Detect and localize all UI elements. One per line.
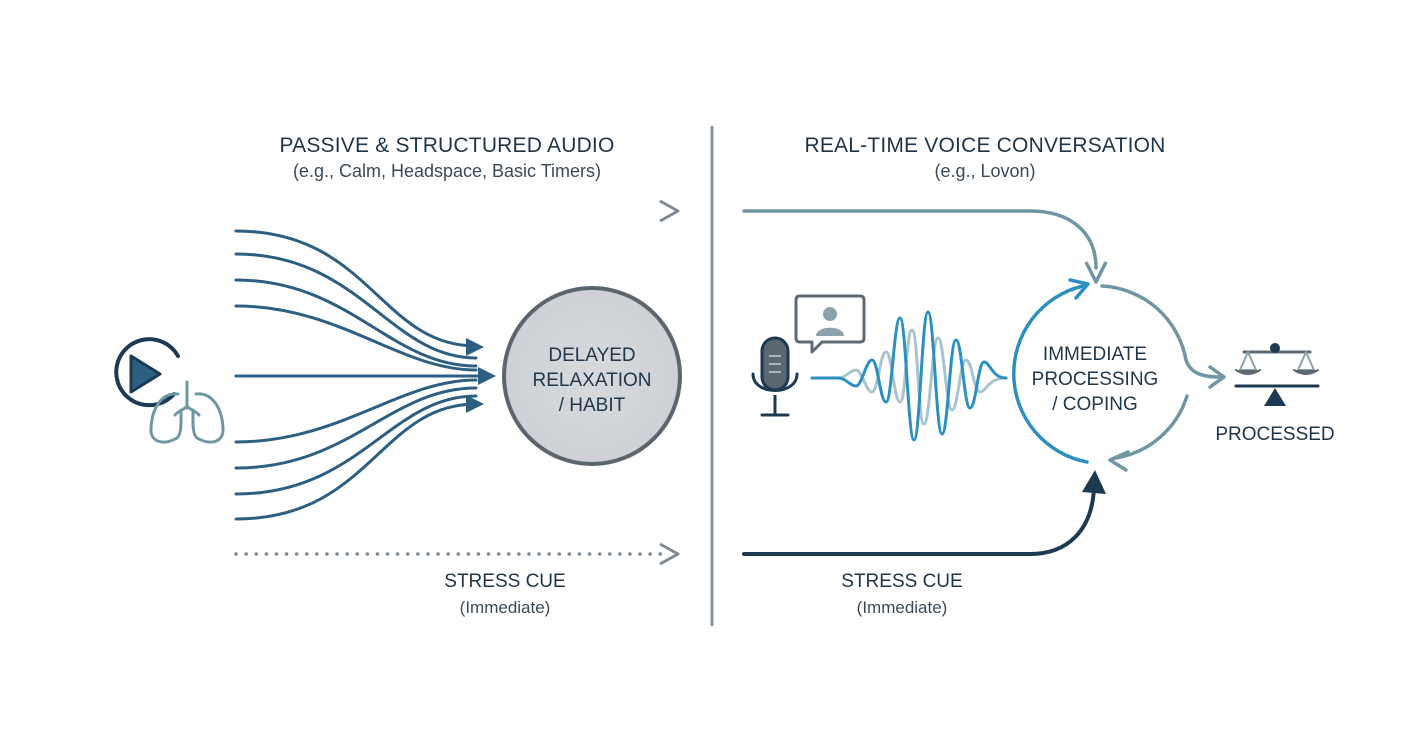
delayed-relaxation-node: DELAYED RELAXATION / HABIT: [502, 286, 682, 466]
left-stress-cue-arrow: [234, 542, 680, 566]
right-stress-cue-label: STRESS CUE: [841, 571, 962, 592]
voice-waveform: [810, 310, 1008, 442]
left-stress-cue-sub: (Immediate): [460, 598, 551, 617]
microphone-icon: [751, 336, 799, 417]
left-panel-subtitle: (e.g., Calm, Headspace, Basic Timers): [293, 161, 601, 181]
converging-flow-lines: [234, 229, 488, 521]
right-panel-title: REAL-TIME VOICE CONVERSATION: [804, 134, 1165, 157]
cycle-arrowheads: [1068, 278, 1130, 472]
balance-scale-icon: [1234, 343, 1320, 406]
right-top-arrow: [742, 209, 1108, 284]
delayed-node-line-2: RELAXATION: [533, 370, 652, 391]
processing-cycle: [1012, 284, 1189, 464]
left-panel: PASSIVE & STRUCTURED AUDIO (e.g., Calm, …: [114, 134, 682, 617]
outcome-label: PROCESSED: [1215, 424, 1334, 445]
right-panel: REAL-TIME VOICE CONVERSATION (e.g., Lovo…: [742, 134, 1335, 617]
processing-node-line-3: / COPING: [1052, 394, 1138, 415]
left-stress-cue-label: STRESS CUE: [444, 571, 565, 592]
left-panel-title: PASSIVE & STRUCTURED AUDIO: [279, 134, 614, 157]
outcome-arrow: [1184, 358, 1226, 389]
right-panel-subtitle: (e.g., Lovon): [934, 161, 1035, 181]
right-stress-cue-arrow: [742, 470, 1106, 556]
processing-node-line-2: PROCESSING: [1032, 369, 1159, 390]
left-top-arrow: [262, 199, 680, 223]
flow-arrowheads: [466, 338, 496, 413]
lungs-icon: [149, 380, 225, 444]
delayed-node-line-1: DELAYED: [548, 345, 635, 366]
right-stress-cue-sub: (Immediate): [857, 598, 948, 617]
delayed-node-line-3: / HABIT: [559, 395, 626, 416]
play-icon: [114, 337, 180, 408]
chat-avatar-icon: [794, 294, 866, 354]
processing-node-line-1: IMMEDIATE: [1043, 344, 1147, 365]
